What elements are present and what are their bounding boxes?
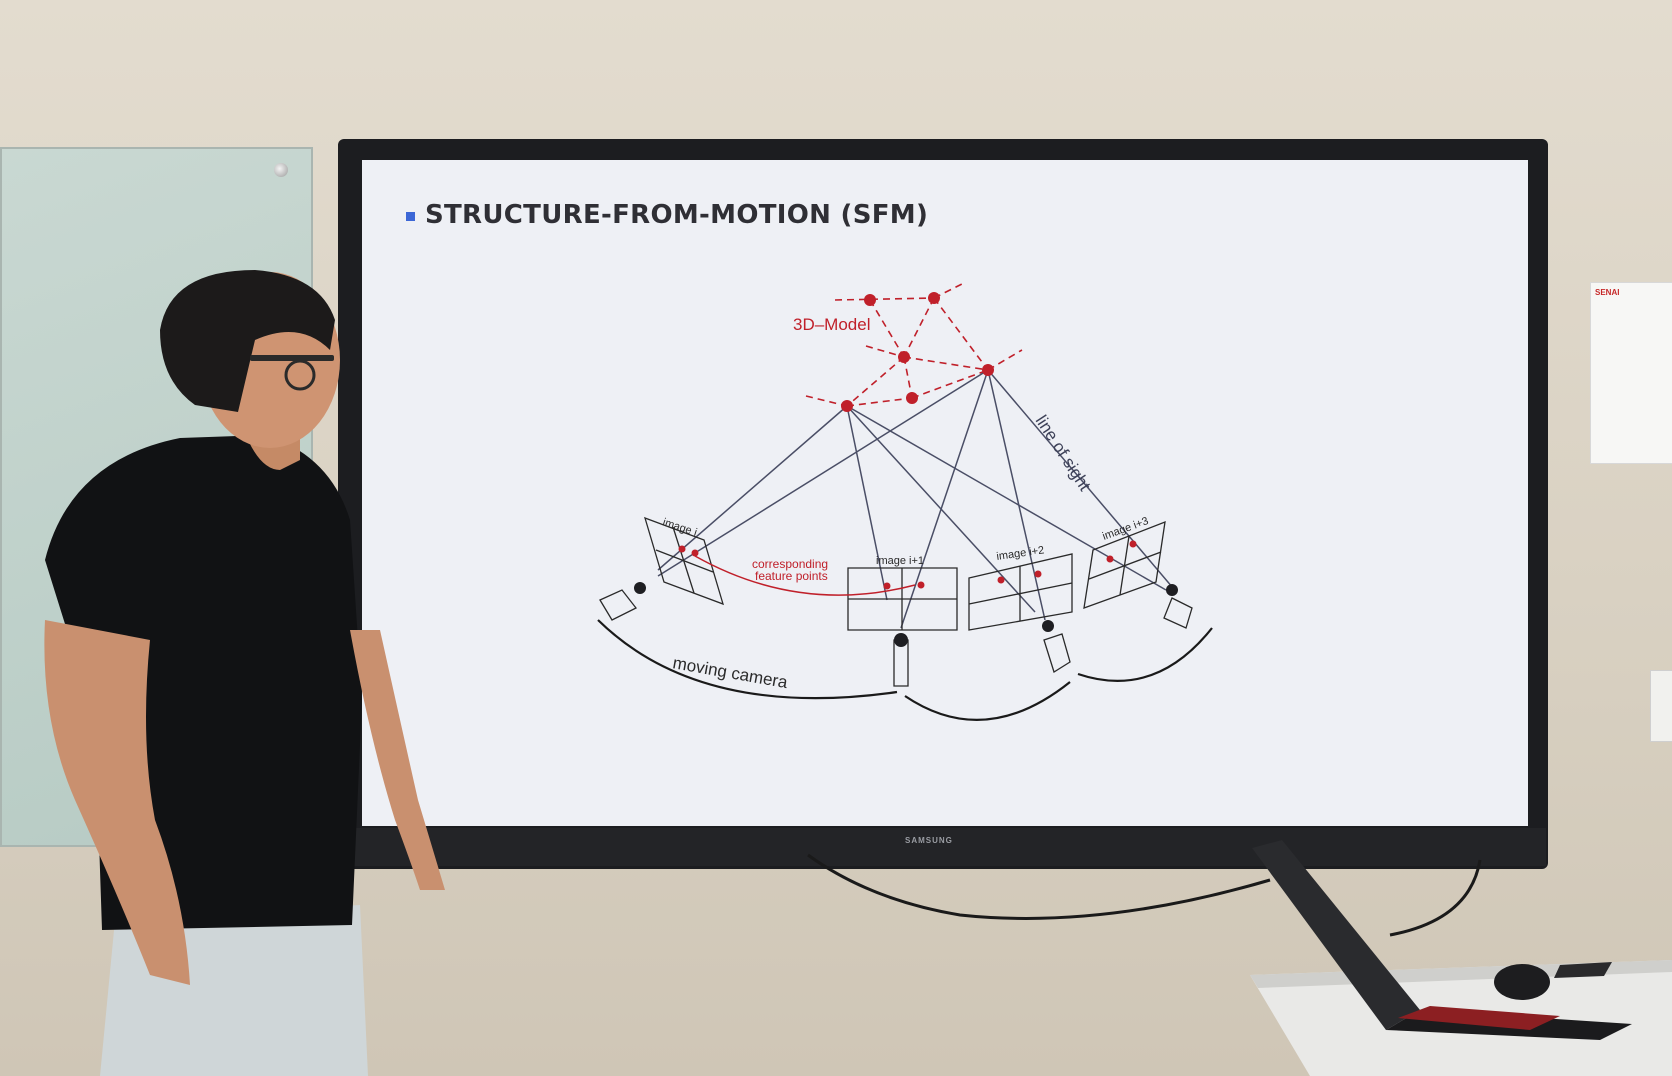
wall-switch-plate (1650, 670, 1672, 742)
model-label: 3D–Model (793, 315, 871, 334)
whiteboard-pin (274, 163, 288, 177)
slide-title: STRUCTURE-FROM-MOTION (SFM) (425, 200, 929, 230)
title-bullet (406, 212, 415, 221)
notice-brand-logo: SENAI (1595, 288, 1620, 297)
television-bottom-bezel (350, 828, 1546, 866)
feature-points-label: feature points (755, 569, 828, 583)
wall-notice-poster (1590, 282, 1672, 464)
corresponding-label: corresponding (752, 557, 828, 571)
image-label-i1: image i+1 (876, 555, 924, 567)
television-brand: SAMSUNG (905, 836, 953, 845)
